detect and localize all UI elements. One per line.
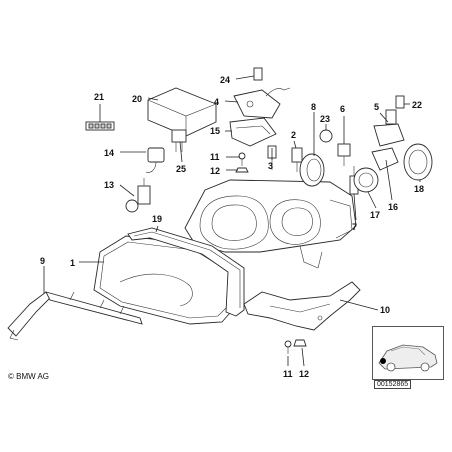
callout-23: 23: [320, 114, 330, 124]
indicator-bulb: [337, 143, 351, 166]
lens-gasket: [127, 227, 245, 317]
control-unit: [147, 87, 217, 137]
copyright-text: © BMW AG: [8, 372, 50, 381]
retaining-ring: [353, 167, 379, 193]
callout-22: 22: [412, 100, 422, 110]
mounting-bracket: [243, 281, 361, 331]
screw-lower: [284, 340, 292, 354]
position-marker-icon: [380, 358, 386, 364]
callout-1: 1: [70, 258, 75, 268]
callout-17: 17: [370, 210, 380, 220]
callout-5: 5: [374, 102, 379, 112]
bulb-holder: [299, 153, 325, 187]
bulb-socket: [145, 147, 165, 173]
cover-cap: [403, 143, 433, 181]
clip-top: [253, 67, 263, 81]
callout-numbers: 1 2 3 4 5 6 7 8 9 10 11 12 13 14 15 16 1…: [40, 75, 424, 379]
nut-lower: [293, 339, 307, 347]
callout-19: 19: [152, 214, 162, 224]
screw-upper: [238, 152, 246, 166]
callout-24: 24: [220, 75, 230, 85]
headlight-motor: [373, 109, 405, 147]
nut-upper: [235, 167, 249, 173]
callout-14: 14: [104, 148, 114, 158]
ballast: [229, 117, 277, 147]
clip-right: [395, 95, 405, 109]
callout-6: 6: [340, 104, 345, 114]
connector: [171, 129, 187, 152]
callout-13: 13: [104, 180, 114, 190]
ignitor-unit: [233, 87, 291, 119]
callout-8: 8: [311, 102, 316, 112]
reference-code: 00152865: [374, 380, 412, 389]
label-sticker: [85, 121, 115, 131]
callout-9: 9: [40, 256, 45, 266]
trim-strip: [7, 291, 143, 341]
callout-12b: 12: [299, 369, 309, 379]
callout-25: 25: [176, 164, 186, 174]
small-bracket: [371, 147, 399, 171]
callout-16: 16: [388, 202, 398, 212]
callout-11b: 11: [283, 369, 293, 379]
callout-3: 3: [268, 161, 273, 171]
callout-7: 7: [352, 222, 357, 232]
callout-15: 15: [210, 126, 220, 136]
callout-11a: 11: [210, 152, 220, 162]
bulb-h7: [125, 178, 151, 213]
callout-18: 18: [414, 184, 424, 194]
parking-bulb: [291, 147, 303, 172]
car-thumbnail-icon: [378, 344, 438, 372]
reference-thumbnail: [372, 326, 444, 380]
bulb-cap: [319, 129, 333, 143]
callout-21: 21: [94, 92, 104, 102]
callout-4: 4: [214, 97, 219, 107]
leader-lines: [43, 75, 421, 367]
headlight-lens: [93, 235, 237, 325]
callout-2: 2: [291, 130, 296, 140]
headlight-housing: [184, 179, 357, 269]
callout-20: 20: [132, 94, 142, 104]
callout-10: 10: [380, 305, 390, 315]
callout-12a: 12: [210, 166, 220, 176]
